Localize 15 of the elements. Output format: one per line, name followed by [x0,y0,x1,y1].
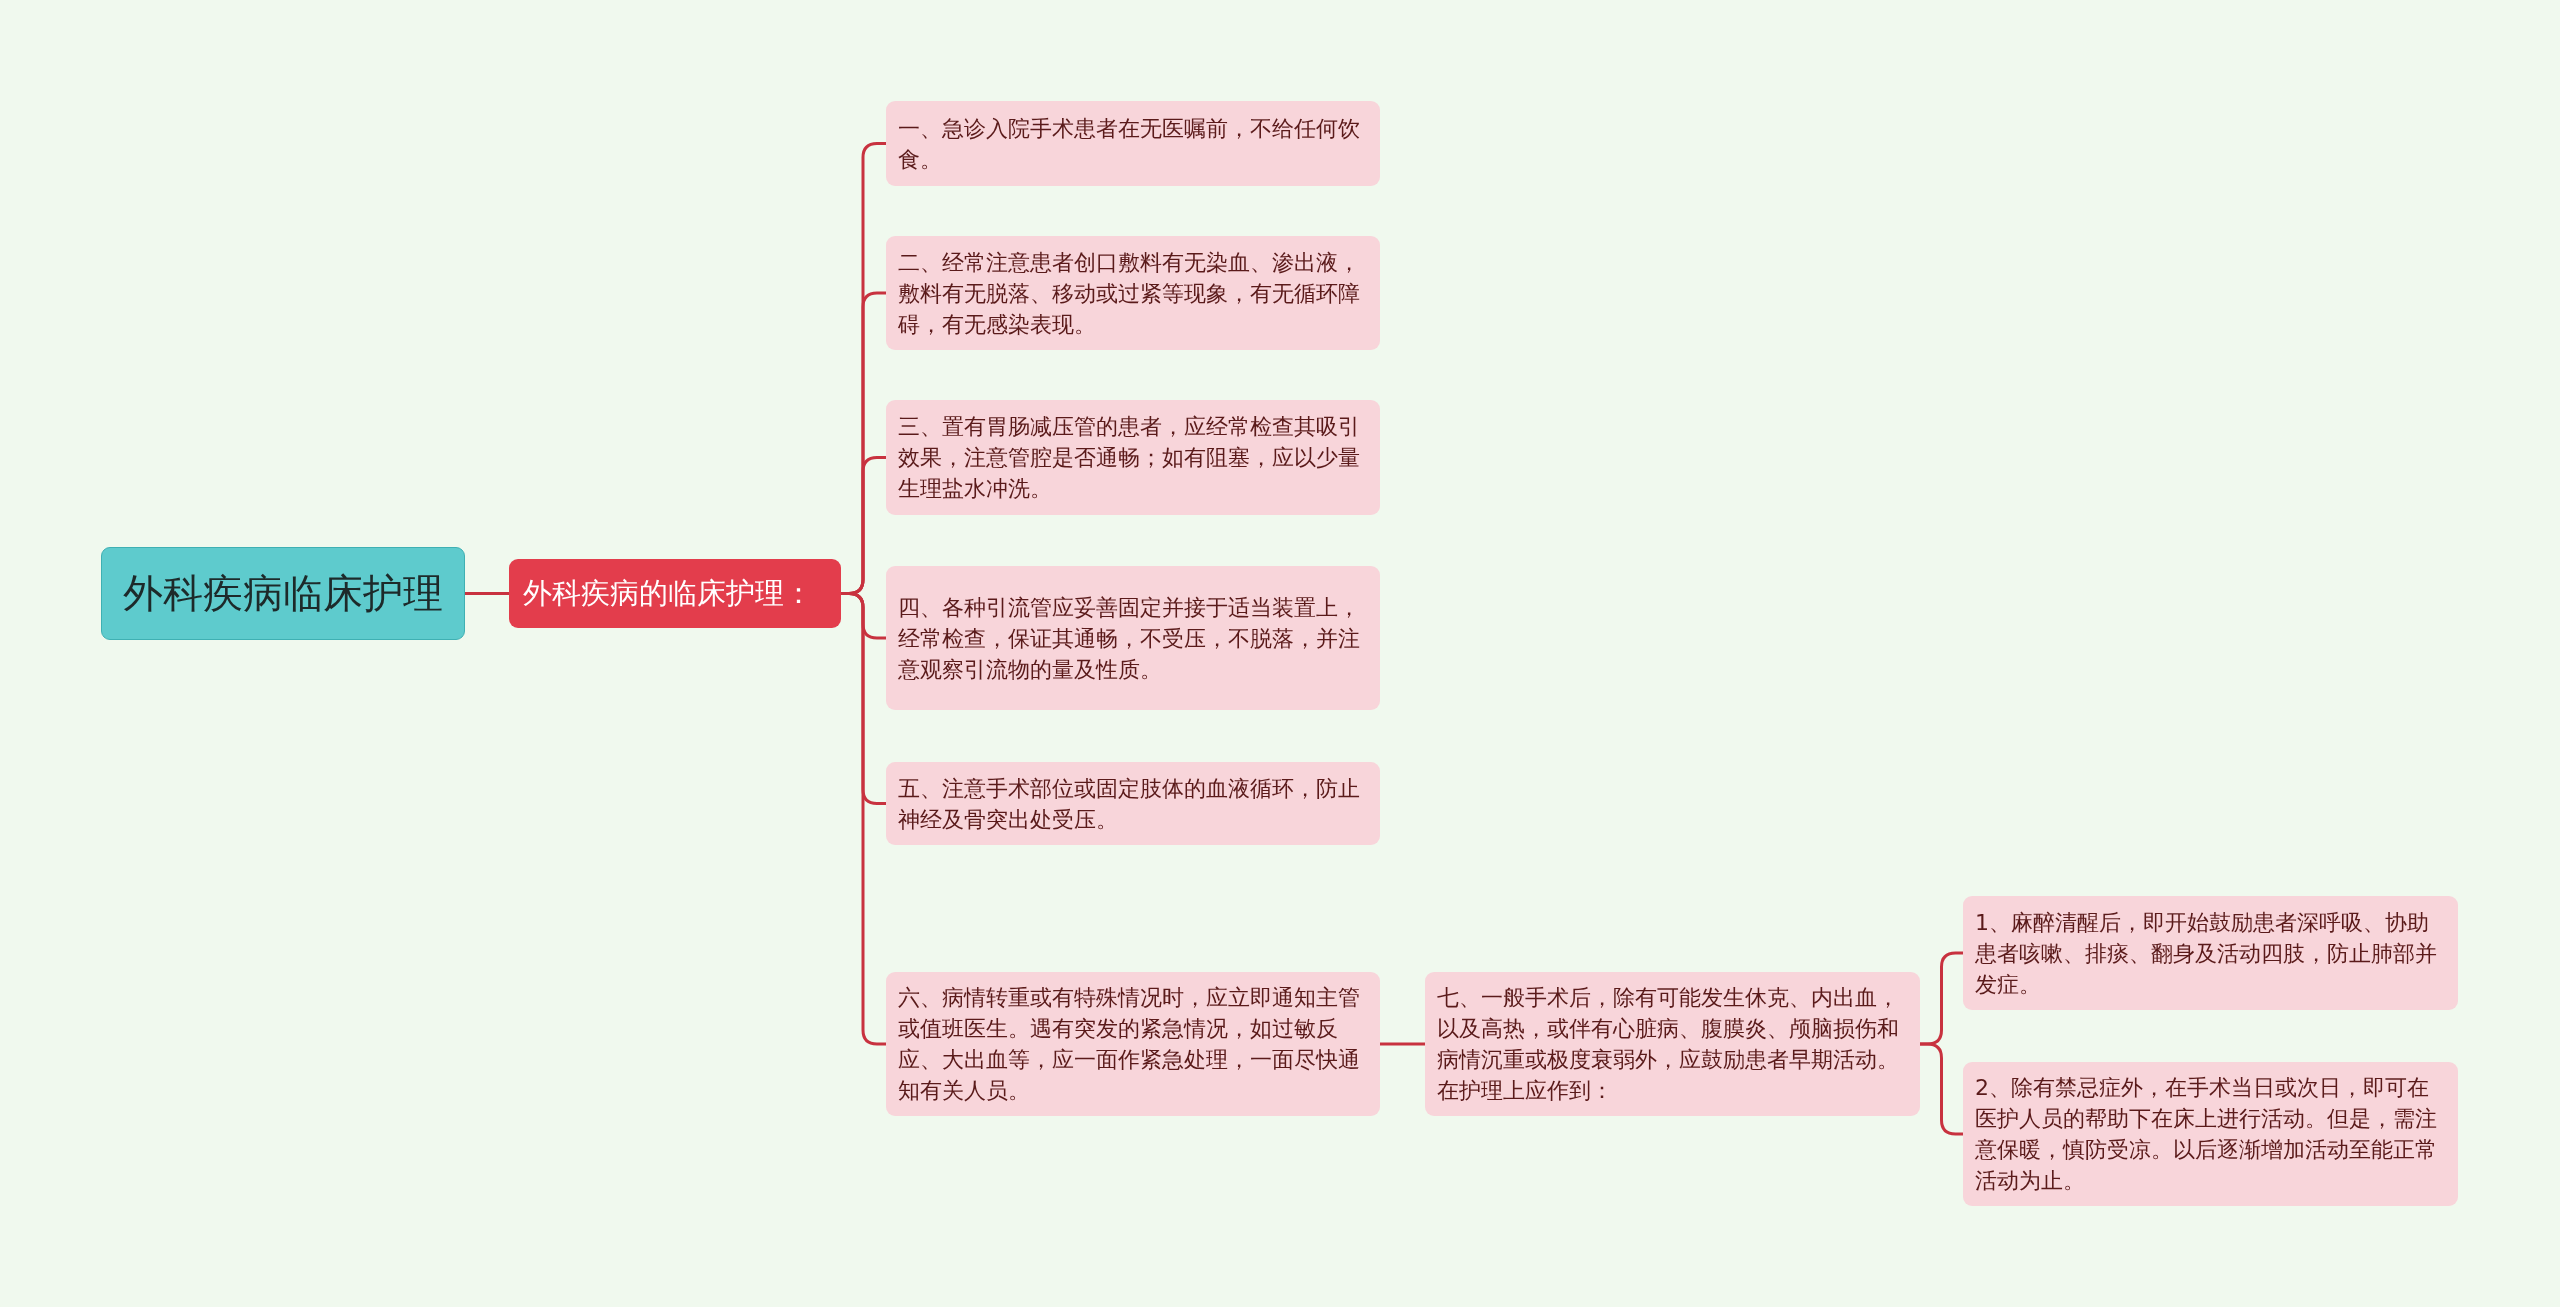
subtopic-box: 三、置有胃肠减压管的患者，应经常检查其吸引效果，注意管腔是否通畅；如有阻塞，应以少量生理盐水冲洗。 [886,400,1380,515]
connector-line [1920,1042,1963,1136]
subtopic-box: 五、注意手术部位或固定肢体的血液循环，防止神经及骨突出处受压。 [886,762,1380,845]
subtopic-box: 2、除有禁忌症外，在手术当日或次日，即可在医护人员的帮助下在床上进行活动。但是，需注意保暖，慎防受凉。以后逐渐增加活动至能正常活动为止。 [1963,1062,2458,1206]
subtopic-box: 四、各种引流管应妥善固定并接于适当装置上，经常检查，保证其通畅，不受压，不脱落，并注意观察引流物的量及性质。 [886,566,1380,710]
subtopic-box: 二、经常注意患者创口敷料有无染血、渗出液，敷料有无脱落、移动或过紧等现象，有无循环障碍，有无感染表现。 [886,236,1380,350]
subtopic-box: 七、一般手术后，除有可能发生休克、内出血，以及高热，或伴有心脏病、腹膜炎、颅脑损伤和病情沉重或极度衰弱外，应鼓励患者早期活动。在护理上应作到： [1425,972,1920,1116]
subtopic-box: 六、病情转重或有特殊情况时，应立即通知主管或值班医生。遇有突发的紧急情况，如过敏反应、大出血等，应一面作紧急处理，一面尽快通知有关人员。 [886,972,1380,1116]
subtopic-box: 1、麻醉清醒后，即开始鼓励患者深呼吸、协助患者咳嗽、排痰、翻身及活动四肢，防止肺部并发症。 [1963,896,2458,1010]
subtopic-box: 一、急诊入院手术患者在无医嘱前，不给任何饮食。 [886,101,1380,186]
connector-line [841,592,886,1046]
central-topic-box: 外科疾病临床护理 [101,547,465,640]
connector-line [465,592,509,595]
connector-line [1380,1042,1425,1046]
topic-box: 外科疾病的临床护理： [509,559,841,628]
